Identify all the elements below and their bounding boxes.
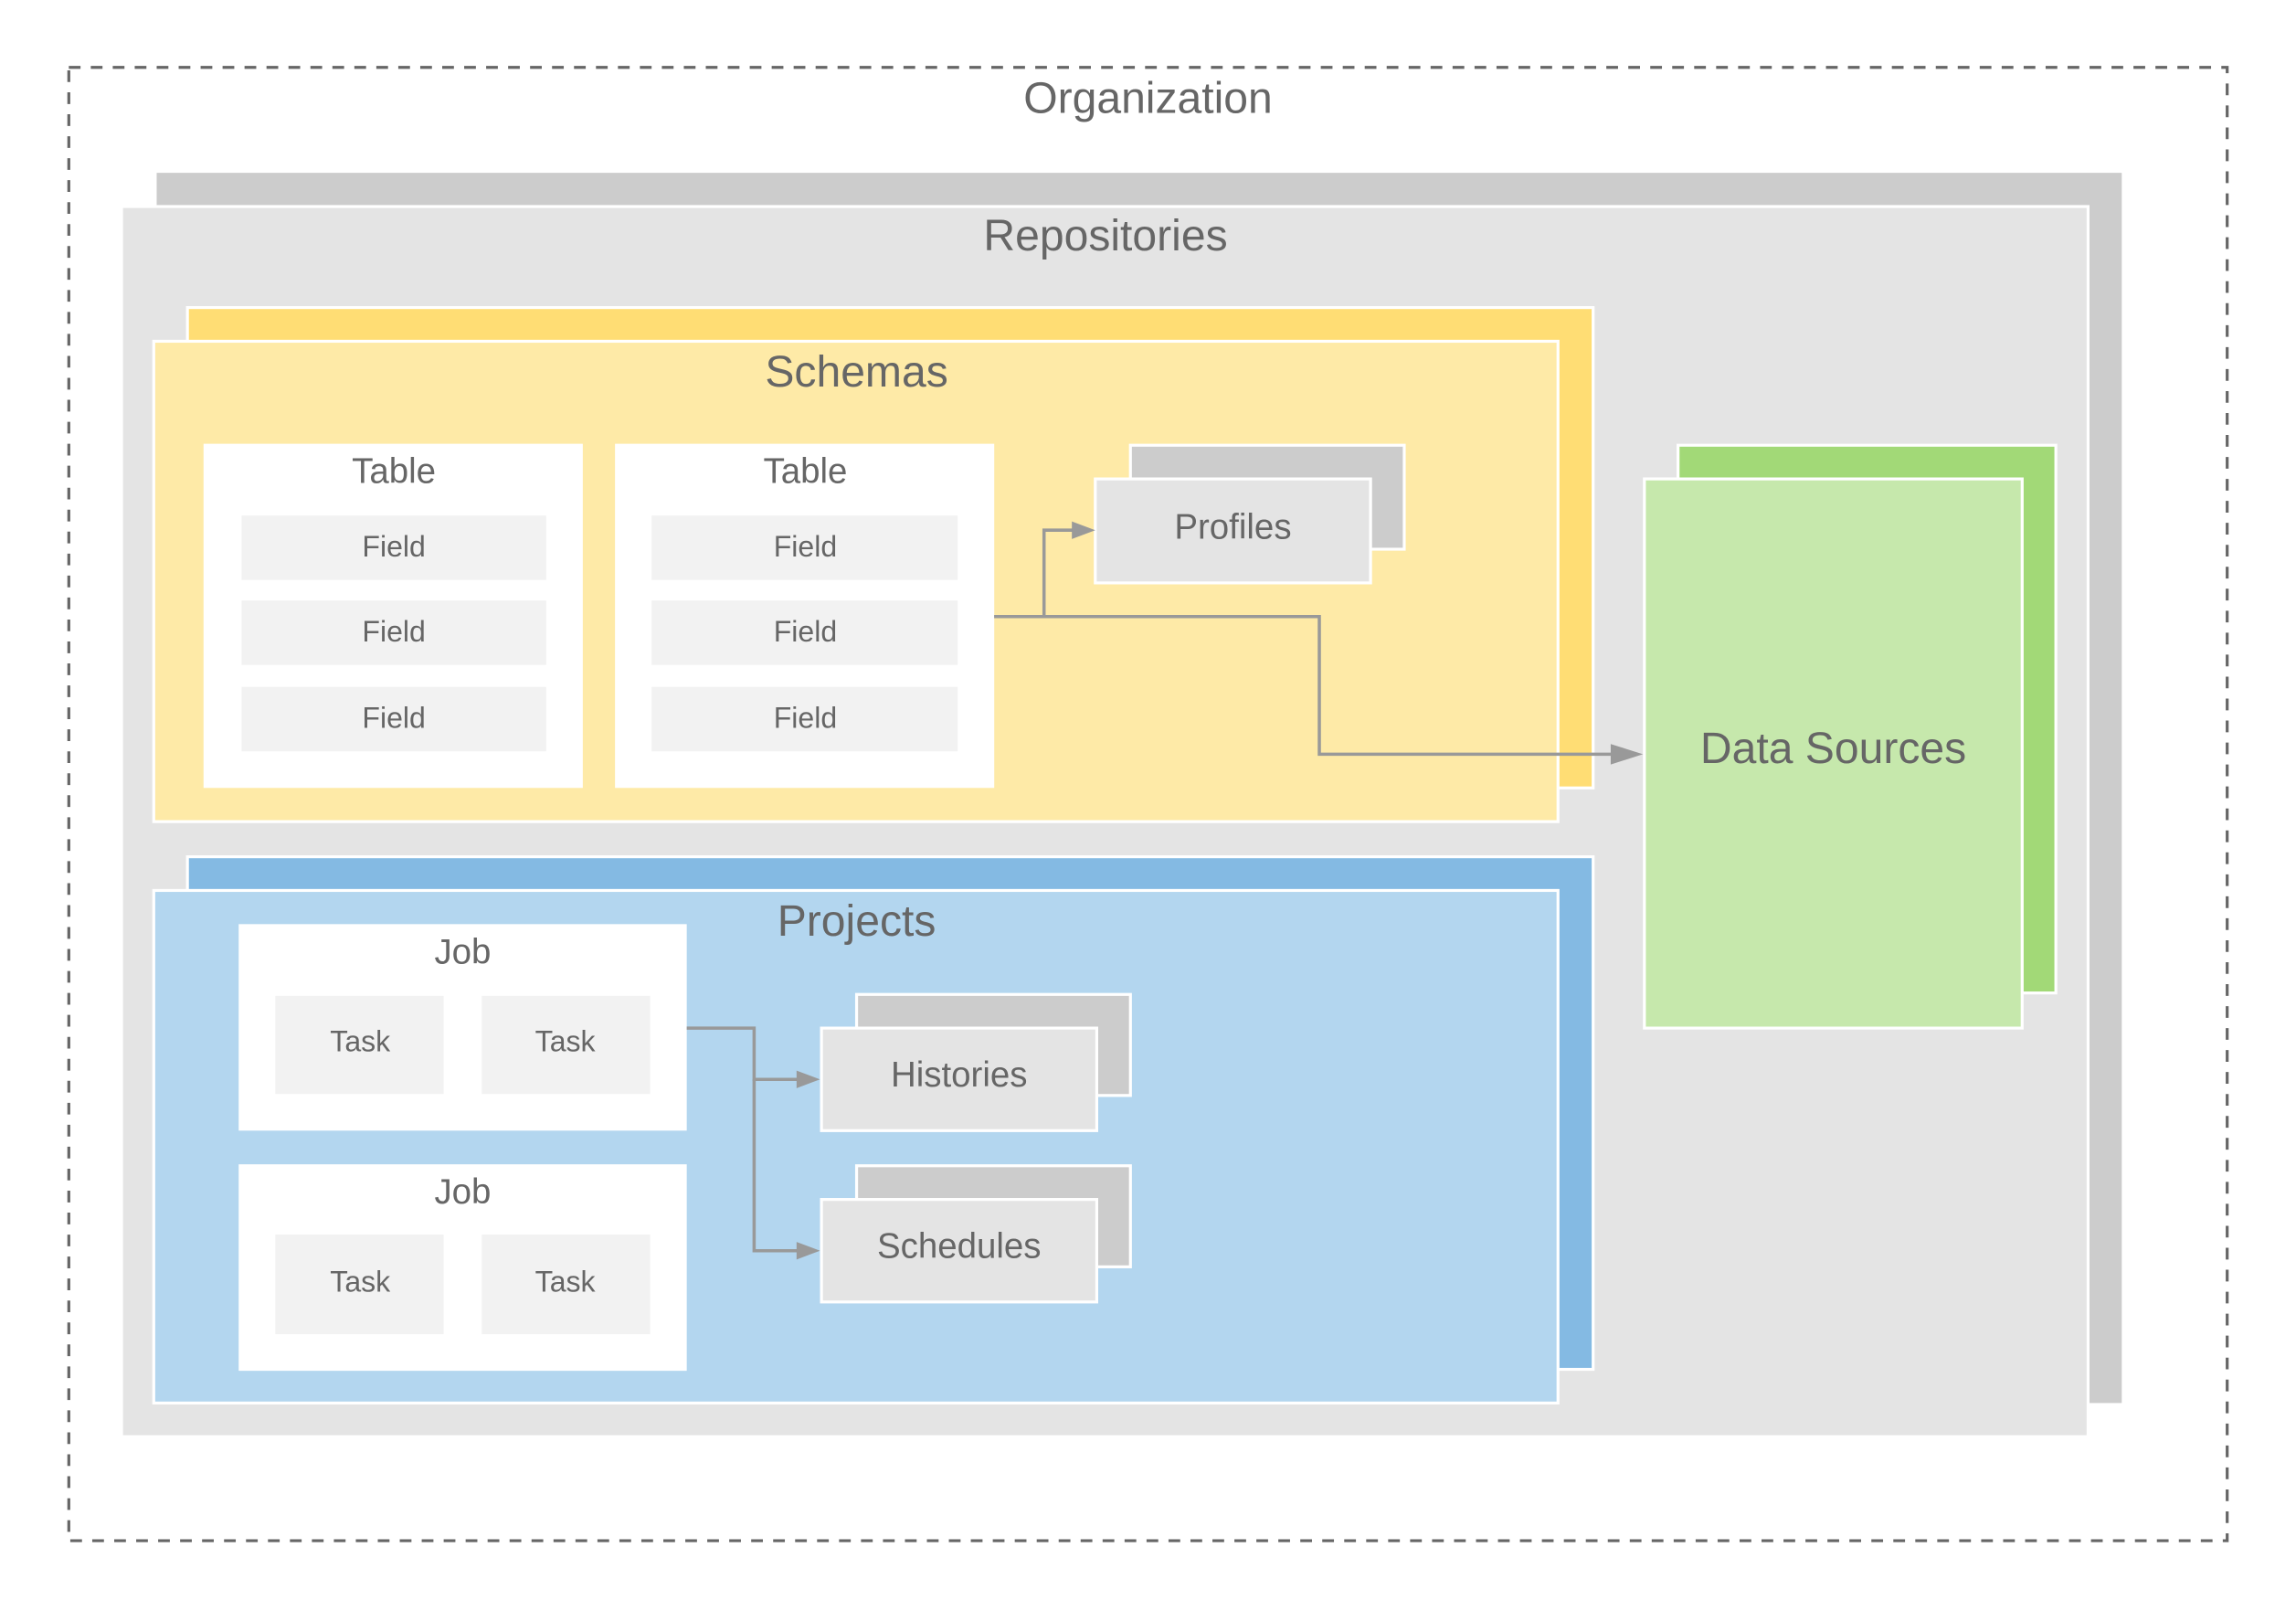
schedules-node[interactable]: Schedules	[820, 1164, 1132, 1304]
field-label: Field	[774, 530, 837, 563]
repositories-label: Repositories	[983, 211, 1227, 260]
arrowhead-icon	[796, 1070, 820, 1088]
projects-container: Projects Job Task Task Job Task Task His…	[152, 854, 1595, 1404]
task-item[interactable]	[481, 995, 651, 1095]
task-item[interactable]	[481, 1235, 651, 1335]
task-label: Task	[330, 1025, 391, 1058]
job-label: Job	[434, 932, 491, 971]
task-label: Task	[535, 1265, 597, 1298]
connector-job-to-histories	[686, 1026, 799, 1081]
task-label: Task	[535, 1025, 597, 1058]
organization-label: Organization	[1023, 73, 1273, 122]
projects-label: Projects	[778, 896, 936, 946]
arrowhead-icon	[1610, 744, 1644, 765]
arrowhead-icon	[796, 1242, 820, 1260]
profiles-label: Profiles	[1174, 507, 1291, 546]
task-label: Task	[330, 1265, 391, 1298]
data-sources-box	[1643, 477, 2024, 1030]
schedules-label: Schedules	[877, 1226, 1042, 1266]
connectors	[686, 521, 1644, 1260]
task-item[interactable]	[275, 995, 444, 1095]
field-item[interactable]	[241, 686, 546, 752]
field-item[interactable]	[241, 600, 546, 665]
field-item[interactable]	[241, 515, 546, 580]
task-item[interactable]	[275, 1235, 444, 1335]
schemas-container: Schemas Table Field Field Field Table Fi…	[152, 305, 1595, 823]
connector-table-to-data-sources	[994, 614, 1623, 757]
histories-node[interactable]: Histories	[820, 992, 1132, 1132]
arrowhead-icon	[1072, 521, 1095, 539]
data-sources-label: Data Sources	[1700, 724, 1966, 773]
histories-label: Histories	[891, 1055, 1028, 1095]
job-card[interactable]: Job Task Task	[238, 924, 687, 1131]
table-label: Table	[764, 452, 848, 492]
histories-box	[820, 1026, 1099, 1132]
schemas-label: Schemas	[765, 347, 947, 397]
connector-job-to-schedules	[752, 1079, 799, 1253]
profiles-node[interactable]: Profiles	[1094, 443, 1406, 585]
field-label: Field	[774, 615, 837, 648]
field-item[interactable]	[651, 600, 958, 665]
field-label: Field	[362, 615, 425, 648]
table-card[interactable]: Table Field Field Field	[203, 443, 583, 789]
field-label: Field	[362, 701, 425, 734]
field-label: Field	[362, 530, 425, 563]
table-card[interactable]: Table Field Field Field	[615, 443, 995, 789]
table-label: Table	[352, 452, 436, 492]
field-item[interactable]	[651, 686, 958, 752]
schedules-box	[820, 1198, 1099, 1304]
job-card[interactable]: Job Task Task	[238, 1164, 687, 1372]
data-sources-node[interactable]: Data Sources	[1643, 443, 2058, 1030]
field-item[interactable]	[651, 515, 958, 580]
job-label: Job	[434, 1172, 491, 1212]
profiles-box	[1094, 477, 1372, 585]
field-label: Field	[774, 701, 837, 734]
